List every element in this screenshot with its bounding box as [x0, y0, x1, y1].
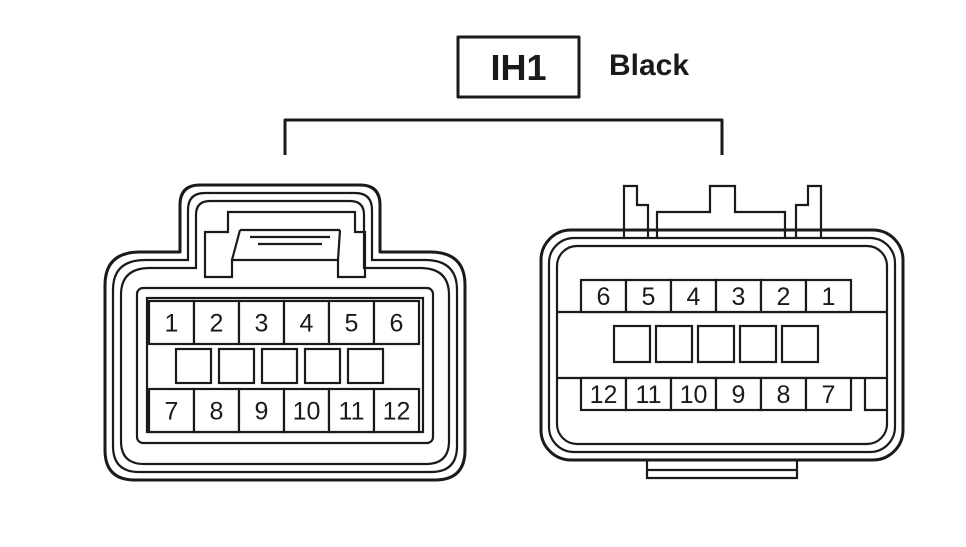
right-pin-number: 9: [732, 381, 746, 409]
left-pin-number: 8: [210, 398, 224, 426]
right-pin-number: 3: [732, 283, 746, 311]
connector-code-box: [456, 35, 581, 99]
right-tab-left: [622, 184, 650, 238]
left-pin-cavity: [372, 299, 421, 346]
left-key-slot: [303, 347, 342, 385]
right-tab-right: [794, 184, 823, 238]
left-pin-cavity: [192, 387, 241, 434]
right-key-slot: [612, 324, 652, 364]
left-pin-cavity: [147, 299, 196, 346]
left-key-slot: [346, 347, 385, 385]
right-pin-number: 2: [777, 283, 791, 311]
right-pin-cavity: [804, 376, 853, 412]
left-pin-number: 9: [255, 398, 269, 426]
right-pin-cavity: [579, 376, 628, 412]
left-pin-number: 6: [390, 310, 404, 338]
right-bottom-rail: [645, 460, 799, 480]
left-pin-number: 10: [293, 398, 321, 426]
right-key-slot: [738, 324, 778, 364]
connector-color: Black: [609, 49, 689, 82]
right-pin-cavity: [669, 278, 718, 314]
left-pin-number: 5: [345, 310, 359, 338]
right-pin-number: 1: [822, 283, 836, 311]
bracket-line: [283, 118, 724, 155]
right-pin-number: 5: [642, 283, 656, 311]
right-pin-number: 10: [680, 381, 708, 409]
right-pins: 6 5 4 3 2 1 12 11 10 9 8 7: [579, 278, 853, 412]
left-pin-cavity: [237, 387, 286, 434]
right-pin-number: 7: [822, 381, 836, 409]
left-pin-number: 12: [383, 398, 411, 426]
right-housing-middle: [547, 236, 897, 454]
left-key-slot: [260, 347, 299, 385]
right-band-notch: [863, 378, 887, 412]
left-key-slot: [217, 347, 256, 385]
right-connector: 6 5 4 3 2 1 12 11 10 9 8 7: [539, 184, 905, 480]
left-pin-number: 7: [165, 398, 179, 426]
right-pin-number: 6: [597, 283, 611, 311]
left-pin-cavity: [327, 387, 376, 434]
left-pin-cavity: [192, 299, 241, 346]
right-pin-cavity: [804, 278, 853, 314]
left-pin-number: 1: [165, 310, 179, 338]
left-pin-number: 4: [300, 310, 314, 338]
left-housing-outer: [103, 183, 467, 482]
right-pin-cavity: [669, 376, 718, 412]
right-pin-number: 8: [777, 381, 791, 409]
left-latch-detail: [230, 228, 342, 261]
left-pin-number: 11: [339, 398, 365, 426]
right-key-slot: [696, 324, 736, 364]
right-top-key: [655, 184, 787, 238]
right-pin-cavity: [714, 376, 763, 412]
left-housing-middle: [111, 191, 459, 474]
right-pin-cavity: [714, 278, 763, 314]
left-housing-inner: [119, 199, 451, 466]
right-housing-outer: [539, 228, 905, 462]
right-pin-number: 12: [590, 381, 618, 409]
left-pin-number: 3: [255, 310, 269, 338]
left-key-slot: [174, 347, 213, 385]
left-pin-cavity: [372, 387, 421, 434]
left-pin-number: 2: [210, 310, 224, 338]
right-key-slot: [654, 324, 694, 364]
right-housing-inner: [555, 244, 889, 446]
left-pin-cavity: [147, 387, 196, 434]
right-key-slot: [780, 324, 820, 364]
left-pin-field: [135, 286, 435, 445]
connector-code: IH1: [490, 47, 546, 88]
right-pin-number: 4: [687, 283, 701, 311]
right-pin-number: 11: [636, 381, 662, 409]
